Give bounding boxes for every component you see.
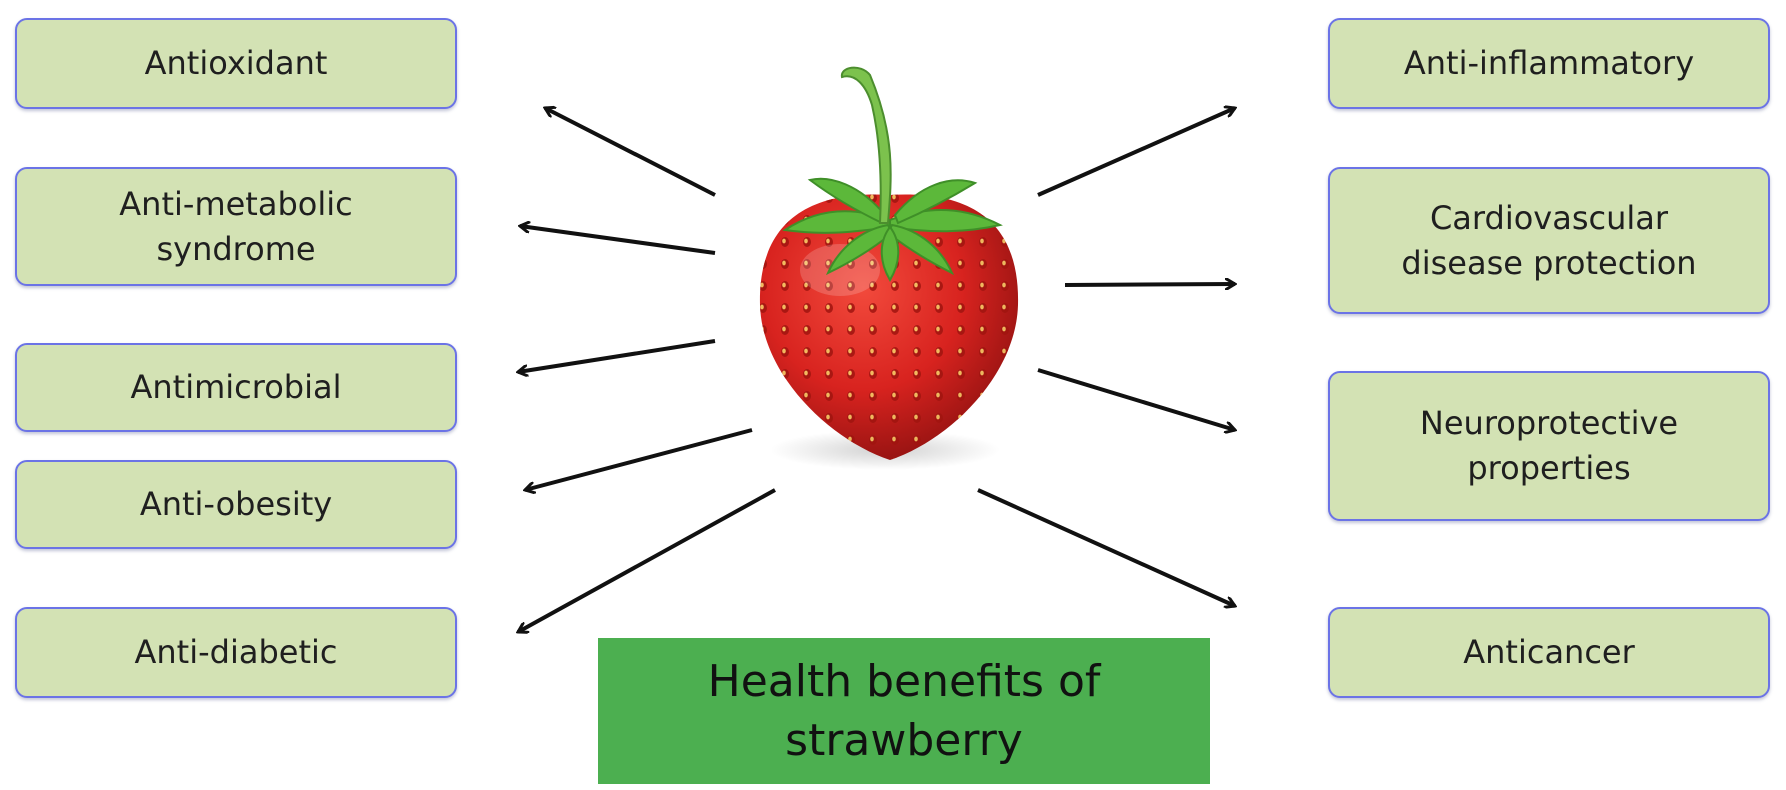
- benefit-box-cardiovascular: Cardiovascular disease protection: [1328, 167, 1770, 314]
- arrow-icon: [1037, 108, 1235, 197]
- arrow-icon: [520, 226, 716, 255]
- arrow-icon: [518, 339, 716, 372]
- benefit-box-neuroprotective: Neuroprotective properties: [1328, 371, 1770, 521]
- arrow-icon: [977, 488, 1235, 606]
- benefit-label: Anti-metabolic syndrome: [119, 184, 353, 268]
- arrow-icon: [1064, 284, 1235, 285]
- benefit-box-anti-diabetic: Anti-diabetic: [15, 607, 457, 698]
- benefit-label: Neuroprotective properties: [1419, 404, 1679, 487]
- arrow-icon: [518, 488, 776, 632]
- benefit-box-anti-obesity: Anti-obesity: [15, 460, 457, 549]
- title-text: Health benefits of strawberry: [707, 655, 1101, 766]
- benefit-label: Antioxidant: [144, 44, 328, 83]
- benefit-label: Anticancer: [1463, 633, 1635, 672]
- benefit-label: Anti-inflammatory: [1403, 44, 1695, 83]
- benefit-box-antioxidant: Antioxidant: [15, 18, 457, 109]
- benefit-box-anti-metabolic-syndrome: Anti-metabolic syndrome: [15, 167, 457, 286]
- benefit-label: Anti-diabetic: [134, 633, 338, 672]
- benefit-box-anticancer: Anticancer: [1328, 607, 1770, 698]
- diagram-title: Health benefits of strawberry: [598, 638, 1210, 784]
- benefit-box-antimicrobial: Antimicrobial: [15, 343, 457, 432]
- benefit-label: Antimicrobial: [130, 368, 342, 407]
- arrow-icon: [525, 428, 753, 490]
- benefit-label: Cardiovascular disease protection: [1401, 198, 1697, 282]
- benefit-label: Anti-obesity: [139, 485, 333, 524]
- benefit-box-anti-inflammatory: Anti-inflammatory: [1328, 18, 1770, 109]
- arrow-icon: [1037, 368, 1235, 430]
- strawberry-image: [759, 66, 1019, 470]
- arrow-icon: [545, 108, 716, 197]
